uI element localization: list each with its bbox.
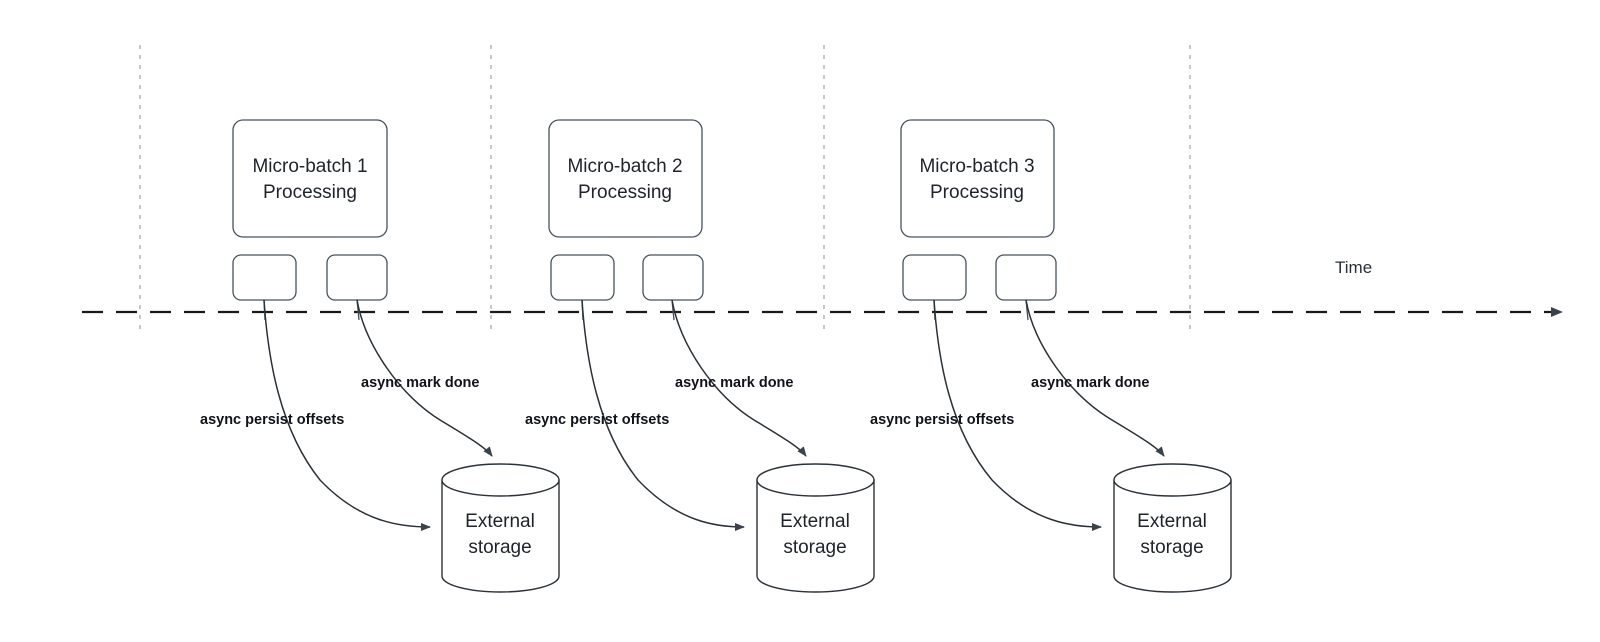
micro-batch-2-label-line1: Micro-batch 2 bbox=[567, 156, 682, 177]
g2-async-mark-done-label: async mark done bbox=[675, 375, 793, 391]
micro-batch-2-label-line2: Processing bbox=[578, 182, 672, 203]
g2-mark-done-task-box[interactable] bbox=[642, 254, 704, 301]
g3-async-persist-offsets-label: async persist offsets bbox=[870, 412, 1014, 428]
g2-persist-offsets-task-box[interactable] bbox=[550, 254, 615, 301]
g2-async-mark-done-edge bbox=[671, 299, 807, 457]
g1-async-persist-offsets-label: async persist offsets bbox=[200, 412, 344, 428]
g3-async-mark-done-edge bbox=[1025, 299, 1165, 457]
micro-batch-group-3: Micro-batch 3 Processing async persist o… bbox=[870, 119, 1232, 593]
tick-lines-group bbox=[139, 45, 1191, 330]
g1-async-mark-done-edge bbox=[356, 299, 493, 457]
g3-persist-offsets-task-box[interactable] bbox=[902, 254, 967, 301]
micro-batch-3-box[interactable] bbox=[900, 119, 1055, 238]
time-axis-label: Time bbox=[1335, 258, 1372, 277]
g1-persist-offsets-task-box[interactable] bbox=[232, 254, 297, 301]
micro-batch-group-2: Micro-batch 2 Processing async persist o… bbox=[525, 119, 875, 593]
g1-async-mark-done-label: async mark done bbox=[361, 375, 479, 391]
g3-async-mark-done-label: async mark done bbox=[1031, 375, 1149, 391]
g2-external-storage-cylinder[interactable] bbox=[756, 463, 875, 593]
g1-mark-done-task-box[interactable] bbox=[326, 254, 388, 301]
micro-batch-group-1: Micro-batch 1 Processing async persist o… bbox=[200, 119, 560, 593]
micro-batch-3-label-line1: Micro-batch 3 bbox=[919, 156, 1034, 177]
micro-batch-2-box[interactable] bbox=[548, 119, 703, 238]
g3-external-storage-label-line1: External bbox=[1137, 511, 1207, 532]
g3-external-storage-label-line2: storage bbox=[1140, 537, 1203, 558]
g1-async-persist-offsets-edge bbox=[263, 299, 431, 531]
g3-mark-done-task-box[interactable] bbox=[995, 254, 1057, 301]
g3-external-storage-cylinder[interactable] bbox=[1113, 463, 1232, 593]
micro-batch-1-box[interactable] bbox=[232, 119, 388, 238]
g1-external-storage-label-line1: External bbox=[465, 511, 535, 532]
micro-batch-1-label-line2: Processing bbox=[263, 182, 357, 203]
g2-async-persist-offsets-edge bbox=[581, 299, 745, 531]
g2-async-persist-offsets-label: async persist offsets bbox=[525, 412, 669, 428]
g2-external-storage-label-line1: External bbox=[780, 511, 850, 532]
g1-external-storage-cylinder[interactable] bbox=[441, 463, 560, 593]
g3-async-persist-offsets-edge bbox=[933, 299, 1102, 531]
micro-batch-3-label-line2: Processing bbox=[930, 182, 1024, 203]
micro-batch-1-label-line1: Micro-batch 1 bbox=[252, 156, 367, 177]
g2-external-storage-label-line2: storage bbox=[783, 537, 846, 558]
g1-external-storage-label-line2: storage bbox=[468, 537, 531, 558]
